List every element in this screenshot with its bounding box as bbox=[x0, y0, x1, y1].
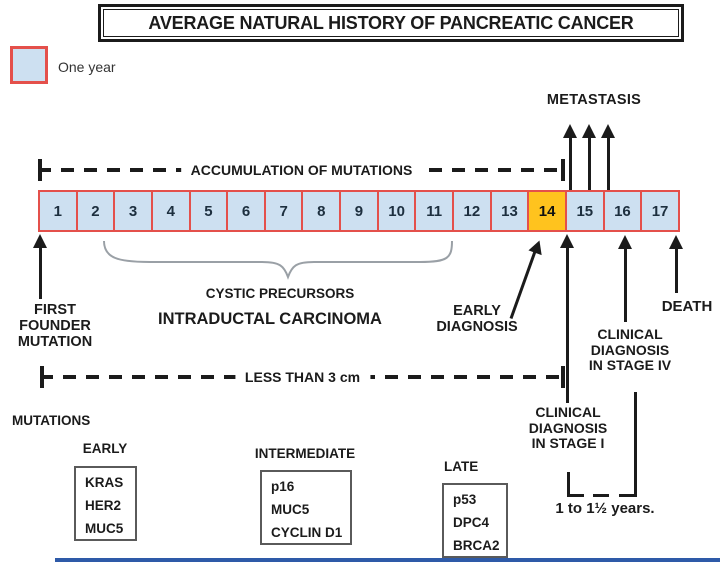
year-cell-6: 6 bbox=[226, 190, 266, 232]
bottom-edge-strip bbox=[55, 558, 720, 562]
death-label: DEATH bbox=[661, 298, 713, 315]
gene-kras: KRAS bbox=[85, 475, 124, 490]
accumulation-span-line: ACCUMULATION OF MUTATIONS bbox=[38, 159, 565, 181]
gene-p53: p53 bbox=[453, 492, 477, 507]
gene-her2: HER2 bbox=[85, 498, 122, 513]
first-founder-mutation-arrow bbox=[38, 247, 42, 299]
year-cell-12: 12 bbox=[452, 190, 492, 232]
year-cell-10: 10 bbox=[376, 190, 417, 232]
diagram-title: AVERAGE NATURAL HISTORY OF PANCREATIC CA… bbox=[103, 9, 679, 37]
gene-p16: p16 bbox=[271, 479, 295, 494]
interval-bracket-right-leg bbox=[634, 392, 637, 497]
interval-bracket-dash bbox=[593, 494, 609, 497]
year-cell-3: 3 bbox=[113, 190, 153, 232]
title-box: AVERAGE NATURAL HISTORY OF PANCREATIC CA… bbox=[98, 4, 684, 42]
interval-bracket-left-foot bbox=[566, 494, 584, 497]
interval-bracket-left-leg bbox=[566, 472, 570, 497]
year-cell-8: 8 bbox=[301, 190, 342, 232]
gene-muc5: MUC5 bbox=[85, 521, 124, 536]
one-year-swatch bbox=[10, 46, 48, 84]
mutations-heading: MUTATIONS bbox=[12, 413, 91, 428]
year-cell-5: 5 bbox=[188, 190, 229, 232]
year-cell-14: 14 bbox=[527, 190, 567, 232]
year-cell-11: 11 bbox=[414, 190, 455, 232]
tumor-size-label: LESS THAN 3 cm bbox=[234, 369, 371, 385]
metastasis-label: METASTASIS bbox=[546, 92, 642, 108]
clinical-stage-iv-label: CLINICAL DIAGNOSIS IN STAGE IV bbox=[588, 326, 672, 374]
mutation-group-early-title: EARLY bbox=[82, 441, 128, 456]
gene-brca2: BRCA2 bbox=[453, 538, 500, 553]
year-cell-4: 4 bbox=[150, 190, 191, 232]
mutation-group-late-title: LATE bbox=[444, 459, 479, 474]
gene-cyclin-d1: CYCLIN D1 bbox=[271, 525, 343, 540]
year-cell-9: 9 bbox=[339, 190, 379, 232]
intraductal-carcinoma-label: INTRADUCTAL CARCINOMA bbox=[158, 310, 382, 328]
metastasis-arrow-1 bbox=[568, 137, 572, 190]
clinical-stage-iv-arrow bbox=[623, 248, 627, 322]
gene-muc5: MUC5 bbox=[271, 502, 310, 517]
interval-label: 1 to 1½ years. bbox=[555, 500, 655, 517]
year-cell-15: 15 bbox=[564, 190, 605, 232]
clinical-stage-i-arrow bbox=[565, 247, 569, 403]
year-cell-1: 1 bbox=[38, 190, 78, 232]
death-arrow bbox=[674, 248, 678, 293]
year-cell-16: 16 bbox=[602, 190, 643, 232]
first-founder-mutation-label: FIRST FOUNDER MUTATION bbox=[17, 302, 93, 351]
year-cell-7: 7 bbox=[263, 190, 304, 232]
accumulation-label: ACCUMULATION OF MUTATIONS bbox=[180, 162, 423, 178]
metastasis-arrow-3 bbox=[606, 137, 610, 190]
tumor-size-span-line: LESS THAN 3 cm bbox=[40, 366, 565, 388]
clinical-stage-i-label: CLINICAL DIAGNOSIS IN STAGE I bbox=[528, 404, 608, 452]
year-cell-13: 13 bbox=[489, 190, 530, 232]
one-year-label: One year bbox=[58, 59, 116, 75]
metastasis-arrow-2 bbox=[587, 137, 591, 190]
year-cell-17: 17 bbox=[640, 190, 680, 232]
gene-dpc4: DPC4 bbox=[453, 515, 490, 530]
interval-bracket-right-foot bbox=[619, 494, 636, 497]
mutation-group-intermediate-title: INTERMEDIATE bbox=[254, 446, 356, 461]
early-diagnosis-label: EARLY DIAGNOSIS bbox=[436, 303, 518, 336]
year-cell-2: 2 bbox=[75, 190, 116, 232]
cystic-precursors-label: CYSTIC PRECURSORS bbox=[205, 286, 355, 301]
